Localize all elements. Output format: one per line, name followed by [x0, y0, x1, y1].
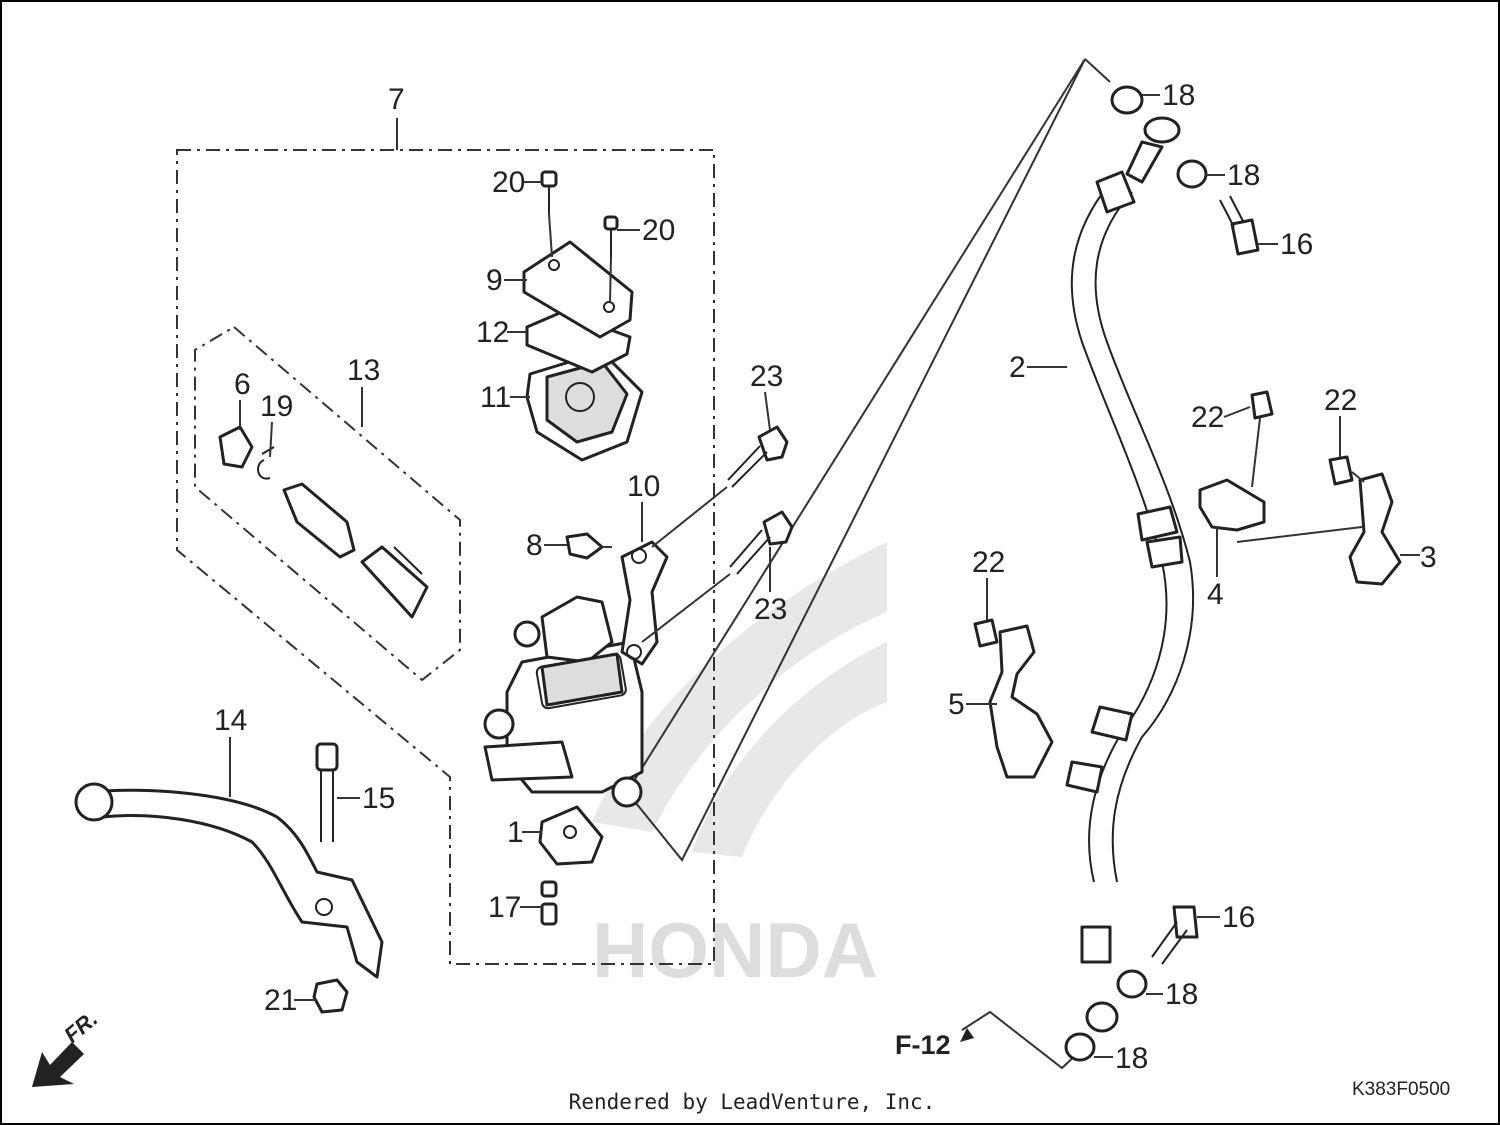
f12-leader: [961, 1010, 1080, 1070]
nut-part-21: [312, 978, 349, 1014]
callout-8: 8: [526, 529, 543, 562]
screw-part-17: [540, 880, 558, 926]
screw-part-20-a: [540, 170, 558, 258]
callout-22-b: 22: [1324, 384, 1357, 417]
front-direction-indicator: FR.: [32, 1006, 102, 1087]
washer-part-18-b: [1176, 159, 1208, 189]
brake-switch-part-1: [538, 805, 604, 866]
circlip-part-19: [257, 446, 275, 480]
callout-11: 11: [480, 381, 511, 414]
drawing-code: K383F0500: [1352, 1079, 1450, 1100]
brake-hose-part-2: [1065, 116, 1194, 1033]
brake-lever-part-14: [74, 782, 384, 979]
footer-credit: Rendered by LeadVenture, Inc.: [568, 1090, 936, 1114]
callout-5: 5: [948, 688, 965, 721]
bolt-part-23-lower: [641, 510, 794, 643]
brand-watermark: HONDA: [592, 542, 887, 994]
hose-reference-leader: [625, 58, 1111, 862]
callout-12: 12: [476, 316, 509, 349]
callout-21: 21: [264, 984, 297, 1017]
assembly-13-outline: [194, 325, 461, 682]
bolt-part-22-b: [1328, 455, 1365, 486]
reference-label: F-12: [895, 1030, 951, 1060]
callout-18-a: 18: [1162, 79, 1195, 112]
assembly-7-outline: [176, 149, 715, 965]
washer-part-18-c: [1116, 969, 1148, 999]
callout-23-upper: 23: [750, 360, 783, 393]
bolt-part-22-a: [1250, 390, 1274, 488]
boot-part-8: [565, 532, 612, 560]
clamp-part-4: [1198, 478, 1266, 577]
callout-2: 2: [1009, 351, 1026, 384]
callout-18-d: 18: [1115, 1042, 1148, 1075]
cap-part-9: [522, 240, 634, 339]
callout-18-c: 18: [1165, 978, 1198, 1011]
callout-9: 9: [486, 264, 503, 297]
callout-20-a: 20: [492, 166, 525, 199]
bolt-part-22-c: [973, 618, 999, 648]
callout-19: 19: [260, 390, 293, 423]
clamp-part-3: [1236, 472, 1420, 586]
holder-part-10: [620, 540, 669, 666]
direction-label: FR.: [59, 1006, 102, 1048]
callout-22-a: 22: [1191, 401, 1224, 434]
callout-20-b: 20: [642, 214, 675, 247]
callout-18-b: 18: [1227, 159, 1260, 192]
watermark-text: HONDA: [592, 906, 878, 994]
callout-15: 15: [362, 782, 395, 815]
callout-6: 6: [234, 368, 251, 401]
screw-part-20-b: [603, 215, 619, 303]
callout-16-lower: 16: [1222, 901, 1255, 934]
washer-part-18-d: [1064, 1032, 1096, 1062]
wing-logo-watermark: [592, 542, 887, 857]
callout-4: 4: [1207, 578, 1224, 611]
callout-23-lower: 23: [754, 593, 787, 626]
banjo-bolt-part-16-upper: [1219, 195, 1260, 256]
banjo-bolt-part-16-lower: [1151, 905, 1199, 965]
callout-7: 7: [388, 83, 405, 116]
washer-part-18-a: [1110, 85, 1144, 115]
callout-22-c: 22: [972, 546, 1005, 579]
callout-16-upper: 16: [1280, 228, 1313, 261]
callout-10: 10: [627, 470, 660, 503]
boot-part-6: [218, 425, 254, 469]
pivot-bolt-part-15: [315, 742, 339, 842]
callout-14: 14: [214, 704, 247, 737]
master-cylinder-body: [483, 595, 644, 808]
callout-13: 13: [347, 354, 380, 387]
bracket-part-5: [988, 624, 1054, 779]
callout-3: 3: [1420, 541, 1437, 574]
piston-spring-assembly: [282, 482, 429, 619]
callout-17: 17: [488, 891, 521, 924]
bolt-part-23-upper: [651, 425, 789, 548]
callout-labels: 1 2 3 4 5 6 7 8 9 10 11 12 13 14 15 16 1…: [214, 79, 1437, 1075]
callout-1: 1: [507, 816, 524, 849]
